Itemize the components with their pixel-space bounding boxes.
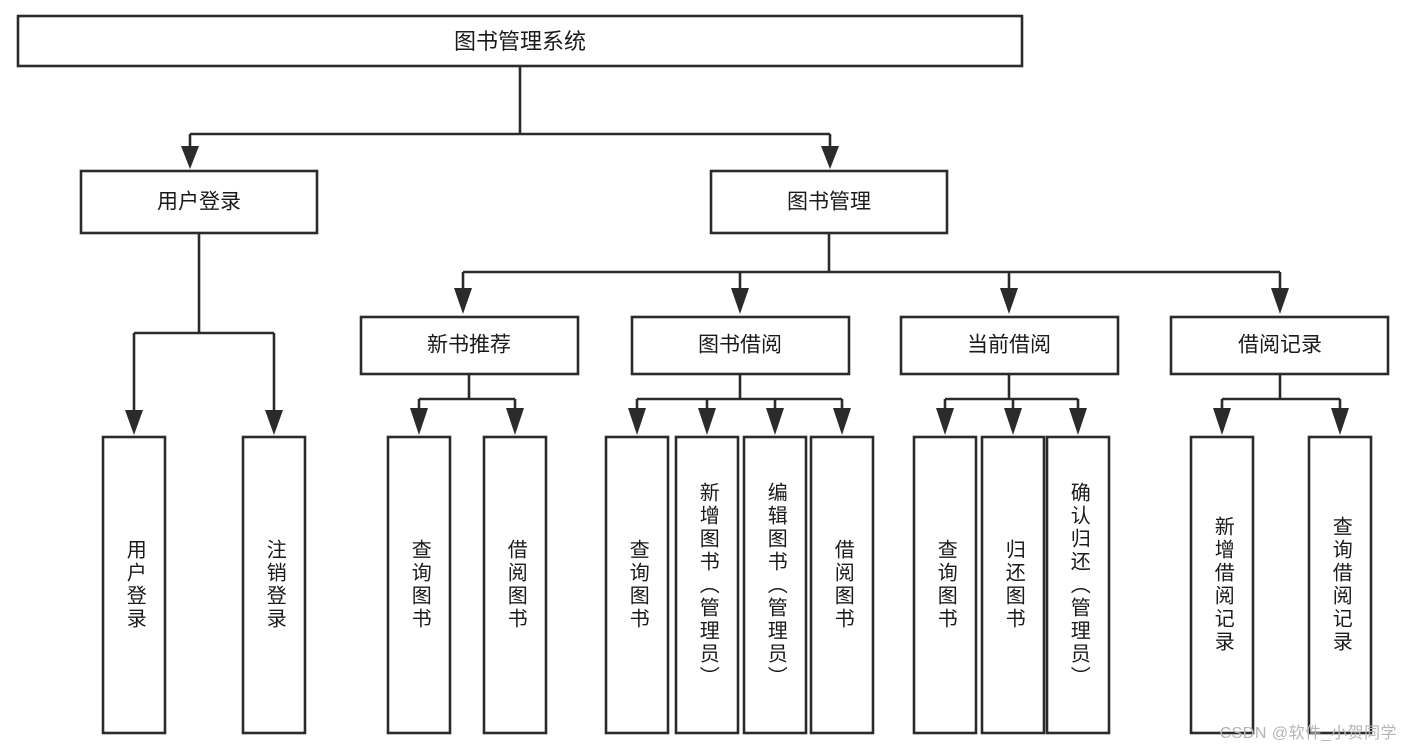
- arrow-head-current-borrow: [1000, 288, 1018, 314]
- node-leaf-logout-box[interactable]: [241, 435, 307, 735]
- arrow-head-leaf-edit-book: [766, 408, 784, 435]
- arrow-head-book-manage: [821, 146, 839, 169]
- arrow-head-borrow-record: [1271, 288, 1289, 314]
- arrow-head-leaf-user-login: [125, 410, 143, 435]
- node-leaf-add-book-box[interactable]: [674, 435, 740, 735]
- node-new-book-rec-label: 新书推荐: [427, 334, 511, 357]
- arrow-head-user-login: [181, 146, 199, 169]
- arrow-head-leaf-return-book: [1004, 408, 1022, 435]
- node-new-book-rec[interactable]: 新书推荐: [359, 315, 580, 376]
- node-leaf-user-login-box[interactable]: [101, 435, 167, 735]
- arrow-head-leaf-add-record: [1213, 408, 1231, 435]
- node-root-label: 图书管理系统: [454, 29, 586, 54]
- node-borrow-record-box[interactable]: [1169, 315, 1390, 376]
- arrow-head-leaf-query-book-2: [628, 408, 646, 435]
- node-leaf-query-book-3-box[interactable]: [912, 435, 978, 735]
- node-book-borrow-label: 图书借阅: [698, 334, 782, 357]
- node-leaf-borrow-book-1-box[interactable]: [482, 435, 548, 735]
- connector-layer: [125, 66, 1349, 435]
- node-leaf-borrow-book-2-box[interactable]: [809, 435, 875, 735]
- node-current-borrow-label: 当前借阅: [967, 334, 1051, 357]
- node-root-box[interactable]: [16, 14, 1024, 68]
- node-leaf-edit-book-box[interactable]: [742, 435, 808, 735]
- node-leaf-query-record-box[interactable]: [1307, 435, 1373, 735]
- node-leaf-query-book-1-box[interactable]: [386, 435, 452, 735]
- node-new-book-rec-box[interactable]: [359, 315, 580, 376]
- arrow-head-leaf-query-book-3: [936, 408, 954, 435]
- arrow-head-leaf-query-book-1: [410, 408, 428, 435]
- arrow-head-new-book-rec: [454, 288, 472, 314]
- node-book-manage-box[interactable]: [709, 169, 949, 235]
- node-leaf-confirm-return-box[interactable]: [1045, 435, 1111, 735]
- node-user-login[interactable]: 用户登录: [79, 169, 319, 235]
- node-borrow-record-label: 借阅记录: [1238, 334, 1322, 357]
- node-leaf-return-book-box[interactable]: [980, 435, 1046, 735]
- arrow-head-leaf-borrow-book-1: [506, 408, 524, 435]
- node-leaf-query-book-2-box[interactable]: [604, 435, 670, 735]
- arrow-head-leaf-borrow-book-2: [833, 408, 851, 435]
- arrow-head-leaf-logout: [265, 410, 283, 435]
- node-borrow-record[interactable]: 借阅记录: [1169, 315, 1390, 376]
- node-book-borrow-box[interactable]: [630, 315, 851, 376]
- node-user-login-box[interactable]: [79, 169, 319, 235]
- watermark-text: CSDN @软件_小贺同学: [1219, 725, 1397, 742]
- node-book-manage[interactable]: 图书管理: [709, 169, 949, 235]
- node-book-borrow[interactable]: 图书借阅: [630, 315, 851, 376]
- node-book-manage-label: 图书管理: [787, 191, 871, 214]
- node-root[interactable]: 图书管理系统: [16, 14, 1024, 68]
- node-leaf-add-record-box[interactable]: [1189, 435, 1255, 735]
- arrow-head-book-borrow: [731, 288, 749, 314]
- arrow-head-leaf-confirm-return: [1069, 408, 1087, 435]
- node-current-borrow-box[interactable]: [899, 315, 1120, 376]
- node-user-login-label: 用户登录: [157, 191, 241, 214]
- arrow-head-leaf-add-book: [698, 408, 716, 435]
- arrow-head-leaf-query-record: [1331, 408, 1349, 435]
- node-current-borrow[interactable]: 当前借阅: [899, 315, 1120, 376]
